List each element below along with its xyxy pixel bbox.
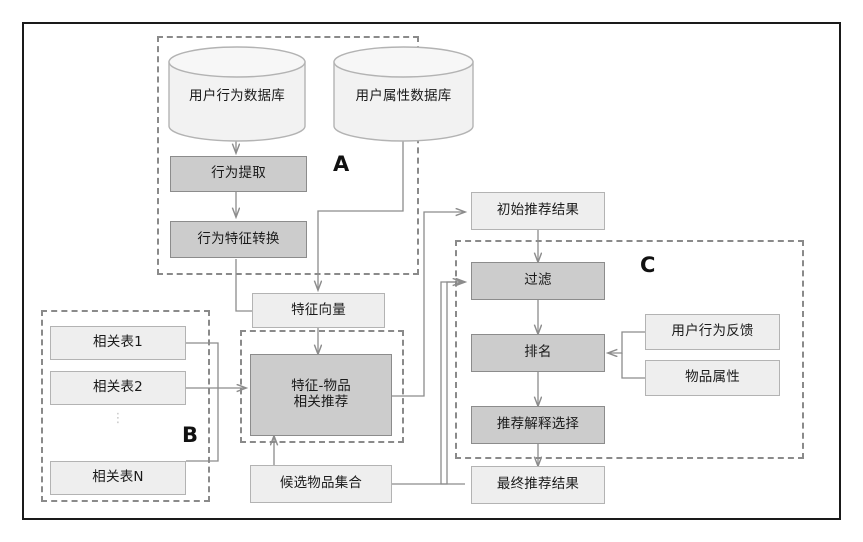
- node-label: 初始推荐结果: [496, 202, 580, 219]
- node-recommendation-explanation-selection[interactable]: 推荐解释选择: [471, 406, 605, 444]
- node-label: 候选物品集合: [279, 475, 363, 492]
- ellipsis-glyph: ⋮: [111, 411, 125, 426]
- node-candidate-item-set[interactable]: 候选物品集合: [250, 465, 392, 503]
- node-item-attribute[interactable]: 物品属性: [645, 360, 780, 396]
- node-label: 用户行为反馈: [671, 323, 754, 340]
- node-user-behavior-feedback[interactable]: 用户行为反馈: [645, 314, 780, 350]
- node-label: 行为提取: [211, 165, 266, 182]
- node-label: 最终推荐结果: [496, 476, 580, 493]
- node-label: 特征-物品 相关推荐: [291, 378, 351, 410]
- cylinder-shape: [168, 46, 306, 142]
- node-label: 用户属性数据库: [355, 88, 452, 104]
- group-label-a: A: [333, 152, 350, 176]
- node-label: 物品属性: [685, 369, 740, 386]
- group-label-c: C: [640, 253, 656, 277]
- node-label: 过滤: [524, 272, 552, 289]
- node-relation-table-1[interactable]: 相关表1: [50, 326, 186, 360]
- node-final-recommendation-result[interactable]: 最终推荐结果: [471, 466, 605, 504]
- node-behavior-extraction[interactable]: 行为提取: [170, 156, 307, 192]
- node-label: 特征向量: [291, 301, 346, 318]
- node-feature-item-recommendation[interactable]: 特征-物品 相关推荐: [250, 354, 392, 436]
- relation-table-ellipsis: ⋮: [106, 411, 130, 426]
- node-filter[interactable]: 过滤: [471, 262, 605, 300]
- node-relation-table-2[interactable]: 相关表2: [50, 371, 186, 405]
- node-feature-vector[interactable]: 特征向量: [252, 293, 385, 328]
- node-behavior-feature-transform[interactable]: 行为特征转换: [170, 221, 307, 258]
- group-label-b: B: [182, 423, 199, 447]
- node-label: 排名: [524, 344, 552, 361]
- node-user-behavior-db[interactable]: 用户行为数据库: [168, 46, 306, 142]
- node-label: 相关表2: [93, 379, 143, 396]
- node-label: 相关表N: [92, 469, 144, 486]
- node-user-attribute-db[interactable]: 用户属性数据库: [333, 46, 474, 142]
- node-label: 行为特征转换: [197, 230, 280, 247]
- node-initial-recommendation-result[interactable]: 初始推荐结果: [471, 192, 605, 230]
- cylinder-shape: [333, 46, 474, 142]
- node-label: 用户行为数据库: [189, 88, 285, 104]
- node-label: 相关表1: [93, 334, 143, 351]
- node-relation-table-n[interactable]: 相关表N: [50, 461, 186, 495]
- node-label: 推荐解释选择: [496, 416, 580, 433]
- node-ranking[interactable]: 排名: [471, 334, 605, 372]
